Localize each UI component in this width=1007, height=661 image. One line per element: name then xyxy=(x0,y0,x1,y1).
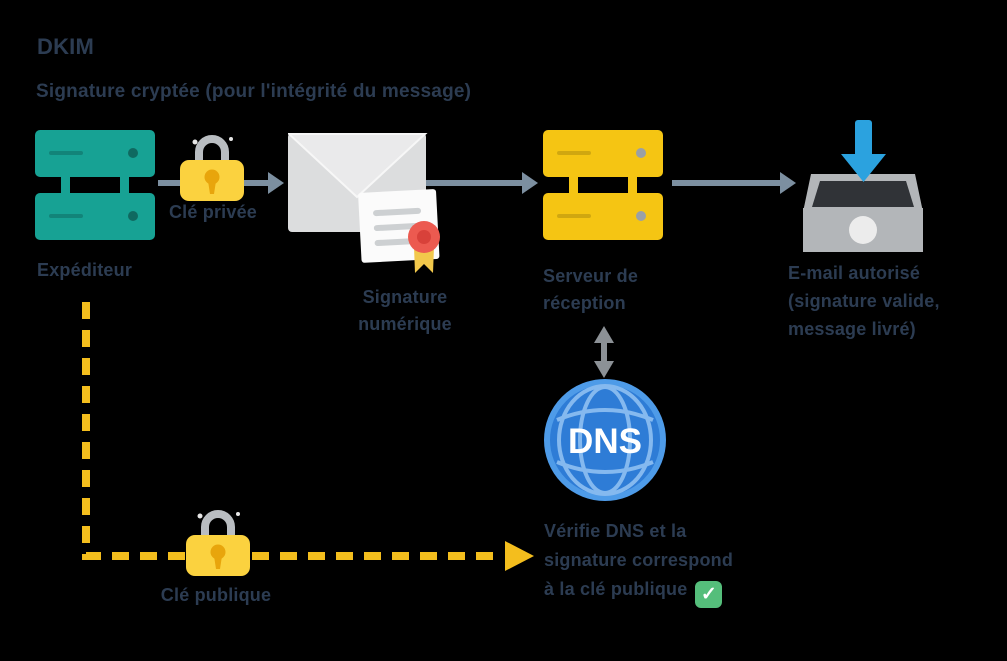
digital-signature-label-line1: Signature xyxy=(362,287,448,307)
receiving-server-label-line1: Serveur de xyxy=(543,266,639,286)
arrow-server-dns-double xyxy=(594,326,614,378)
green-check-icon: ✓ xyxy=(695,581,723,608)
receiving-server-icon xyxy=(543,130,663,240)
verification-label: Vérifie DNS et la signature correspond à… xyxy=(544,517,733,608)
verification-line3-text: à la clé publique xyxy=(544,579,688,599)
delivery-label-line2: (signature valide, xyxy=(788,291,940,311)
inbox-download-icon xyxy=(803,120,923,252)
delivery-label: E-mail autorisé (signature valide, messa… xyxy=(788,259,940,343)
digital-signature-label-line2: numérique xyxy=(358,314,452,334)
digital-signature-label: Signature numérique xyxy=(325,284,485,338)
private-key-label: Clé privée xyxy=(168,202,258,222)
delivery-label-line3: message livré) xyxy=(788,319,916,339)
verification-line2: signature correspond xyxy=(544,550,734,570)
receiving-server-label: Serveur de réception xyxy=(543,263,638,317)
diagram-title: DKIM xyxy=(37,34,95,59)
arrow-server-to-inbox xyxy=(672,172,796,194)
red-seal-ribbon xyxy=(408,221,440,273)
arrow-envelope-to-server xyxy=(420,172,538,194)
digital-signature-envelope-icon xyxy=(288,133,440,273)
sender-server-icon xyxy=(35,130,155,240)
private-key-padlock-icon xyxy=(180,135,244,201)
dns-globe-icon: DNS xyxy=(544,379,666,501)
dashed-public-key-path xyxy=(82,302,534,571)
verification-line1: Vérifie DNS et la xyxy=(544,521,687,541)
public-key-label: Clé publique xyxy=(160,585,272,605)
download-arrow xyxy=(841,120,886,182)
sender-label: Expéditeur xyxy=(37,260,133,280)
diagram-subtitle: Signature cryptée (pour l'intégrité du m… xyxy=(36,81,472,102)
public-key-padlock-icon xyxy=(186,510,250,576)
delivery-label-line1: E-mail autorisé xyxy=(788,263,921,283)
receiving-server-label-line2: réception xyxy=(543,293,626,313)
verification-line3: à la clé publique ✓ xyxy=(544,575,733,608)
dns-globe-text: DNS xyxy=(568,422,642,461)
